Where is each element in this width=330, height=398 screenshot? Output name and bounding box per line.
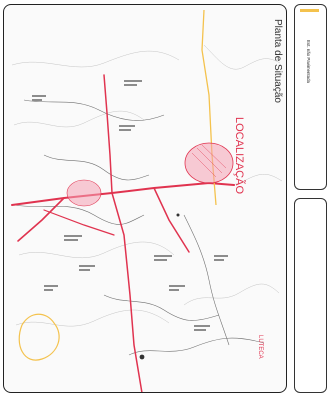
site-hatching bbox=[191, 144, 227, 178]
map-points bbox=[139, 213, 180, 360]
streams bbox=[13, 99, 265, 356]
legend-unpaved-road-label: Est. não Pavimentada bbox=[306, 40, 311, 83]
map-title: Planta de Situação bbox=[272, 19, 283, 103]
road-east bbox=[153, 187, 190, 253]
locality-label: LUTECA bbox=[257, 335, 263, 359]
road-west bbox=[17, 197, 65, 242]
roads bbox=[11, 74, 235, 392]
map-title-group: Planta de Situação bbox=[272, 19, 283, 103]
site-secondary-area bbox=[66, 179, 102, 207]
site-areas bbox=[66, 142, 234, 207]
road-branch bbox=[43, 209, 115, 236]
location-label-group: LOCALIZAÇÃO bbox=[233, 117, 246, 194]
road-north bbox=[103, 74, 113, 194]
legend-unpaved-road-swatch bbox=[300, 9, 319, 12]
situation-map-frame: Planta de Situação LOCALIZAÇÃO LUTECA bbox=[3, 4, 287, 393]
info-box bbox=[294, 198, 327, 393]
road-south bbox=[111, 192, 143, 392]
road-main bbox=[11, 181, 235, 206]
site-location-area bbox=[184, 142, 234, 184]
yellow-loop bbox=[18, 313, 60, 361]
small-annotations bbox=[32, 80, 228, 331]
locality-label-group: LUTECA bbox=[257, 335, 263, 359]
legend-box bbox=[294, 4, 327, 190]
situation-map[interactable]: Planta de Situação LOCALIZAÇÃO LUTECA bbox=[4, 5, 287, 393]
location-label: LOCALIZAÇÃO bbox=[233, 117, 246, 194]
